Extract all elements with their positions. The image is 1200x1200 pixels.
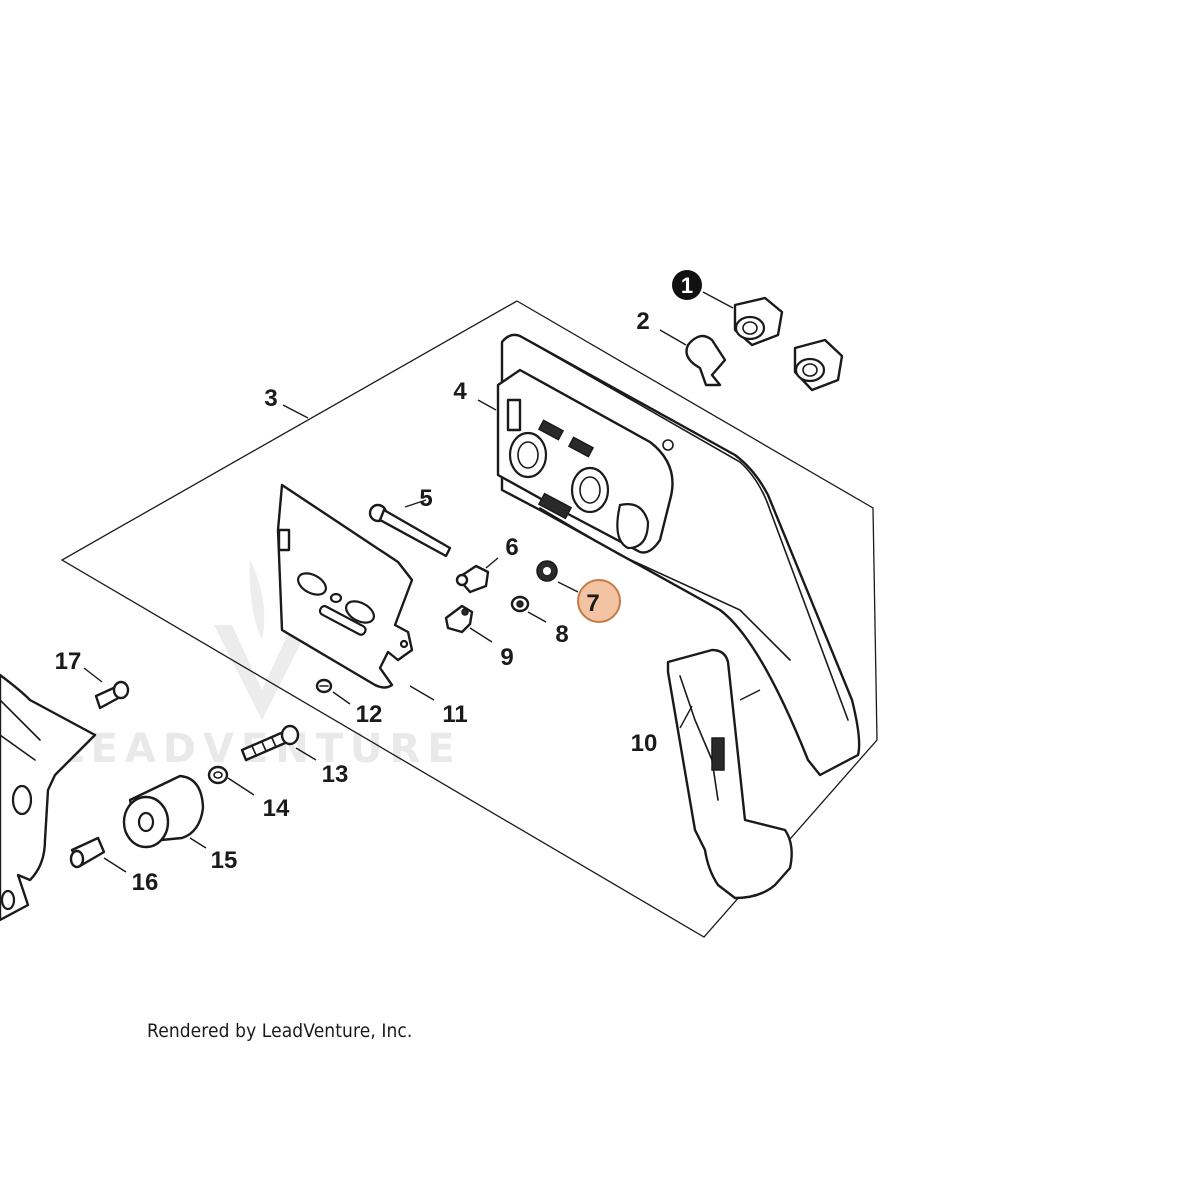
callout-2[interactable]: 2 bbox=[636, 308, 649, 335]
part-7-nut bbox=[536, 560, 558, 582]
part-16-sleeve bbox=[69, 836, 106, 869]
callout-11[interactable]: 11 bbox=[442, 701, 467, 728]
leader-lines bbox=[83, 291, 761, 873]
callout-5[interactable]: 5 bbox=[419, 485, 432, 512]
callout-14[interactable]: 14 bbox=[263, 795, 290, 822]
part-1-flange-nut bbox=[733, 296, 784, 347]
part-15-rubber-buffer bbox=[122, 774, 205, 849]
part-17-bolt bbox=[94, 680, 130, 710]
part-5-bolt bbox=[368, 503, 452, 558]
callout-15[interactable]: 15 bbox=[211, 847, 238, 874]
part-13-long-screw bbox=[240, 724, 300, 762]
part-10-chain-brake-handle bbox=[666, 648, 793, 900]
callout-10[interactable]: 10 bbox=[631, 730, 658, 757]
render-credit: Rendered by LeadVenture, Inc. bbox=[147, 1020, 413, 1042]
callout-17[interactable]: 17 bbox=[55, 648, 82, 675]
callout-7-highlighted[interactable]: 7 bbox=[577, 579, 621, 623]
callouts: 1 2 3 4 5 6 7 8 9 10 11 12 13 14 15 16 1… bbox=[55, 270, 702, 896]
callout-4[interactable]: 4 bbox=[453, 378, 467, 405]
callout-8[interactable]: 8 bbox=[555, 621, 568, 648]
callout-13[interactable]: 13 bbox=[322, 761, 349, 788]
svg-text:7: 7 bbox=[586, 590, 599, 617]
callout-6[interactable]: 6 bbox=[505, 534, 518, 561]
part-11-guide-plate bbox=[276, 483, 414, 689]
callout-9[interactable]: 9 bbox=[500, 644, 513, 671]
part-2-retaining-clip bbox=[685, 334, 727, 387]
part-6-adjuster-pin bbox=[455, 564, 490, 594]
callout-16[interactable]: 16 bbox=[132, 869, 159, 896]
callout-3[interactable]: 3 bbox=[264, 385, 277, 412]
callout-12[interactable]: 12 bbox=[356, 701, 383, 728]
callout-1[interactable]: 1 bbox=[672, 270, 702, 300]
part-14-washer bbox=[207, 765, 229, 785]
part-4-sprocket-cover bbox=[496, 333, 861, 777]
svg-text:1: 1 bbox=[681, 273, 693, 298]
partial-saw-body bbox=[0, 673, 97, 922]
part-9-chain-tensioner bbox=[444, 604, 474, 634]
part-12-screw bbox=[315, 678, 333, 694]
part-8-washer bbox=[510, 595, 530, 613]
part-1-flange-nut-b bbox=[793, 338, 844, 392]
